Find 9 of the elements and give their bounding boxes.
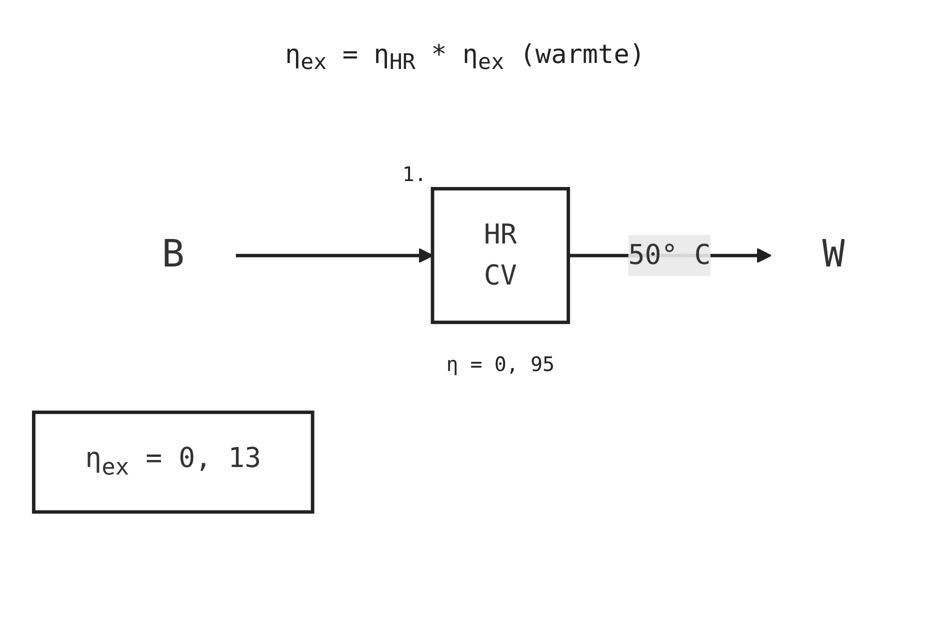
- node-box: η$_{ex}$ = 0, 13: [32, 410, 314, 514]
- node-text: W: [822, 234, 845, 277]
- efficiency-text: η = 0, 95: [446, 352, 555, 376]
- callout-number: 1.: [402, 162, 426, 186]
- edge-label: 50° C: [628, 238, 711, 271]
- formula-text: η$_{ex}$ = η$_{HR}$ * η$_{ex}$ (warmte): [284, 40, 646, 76]
- node-text: B: [162, 234, 184, 277]
- node-box: HR CV: [430, 186, 570, 324]
- arrow: [236, 248, 434, 263]
